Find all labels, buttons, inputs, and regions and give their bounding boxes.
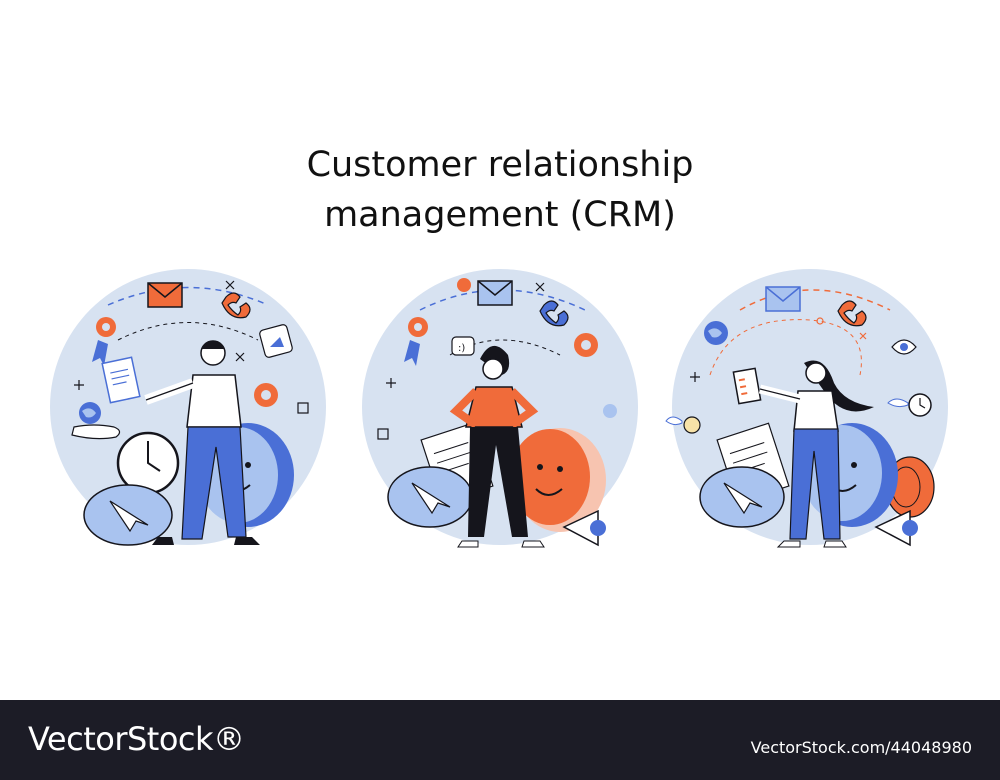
title-line-1: Customer relationship (306, 145, 694, 185)
sparkle-icons (74, 280, 309, 414)
page-title: Customer relationship management (CRM) (0, 140, 1000, 240)
envelope-icon (477, 280, 513, 306)
phone-icon (539, 300, 569, 327)
hand-icon (71, 424, 121, 440)
illustration-woman-with-checklist (665, 265, 950, 555)
sparkle-icons (377, 282, 617, 440)
phone-icon (221, 292, 251, 319)
sparkle-icons (690, 317, 867, 382)
man-figure (144, 340, 260, 545)
brand-logo: VectorStock® (28, 720, 245, 758)
envelope-icon (147, 282, 183, 308)
gear-icon-2 (254, 383, 278, 407)
scene-3-svg (665, 269, 948, 548)
clipboard-checklist-icon (732, 367, 762, 405)
envelope-icon (765, 286, 801, 312)
cursor-click-icon (387, 466, 473, 528)
winged-lightbulb-icon (665, 416, 701, 434)
svg-text::): :) (458, 343, 465, 354)
cursor-click-icon (699, 466, 785, 528)
image-id: VectorStock.com/44048980 (750, 738, 972, 757)
megaphone-icon (874, 509, 918, 547)
watermark-footer: VectorStock® VectorStock.com/44048980 (0, 700, 1000, 780)
globe-icon (704, 321, 728, 345)
megaphone-icon (562, 509, 606, 547)
illustration-man-with-document (48, 265, 328, 555)
document-icon (101, 356, 141, 404)
photo-icon (457, 278, 471, 292)
clock-icon (116, 431, 180, 495)
eye-icon (891, 339, 917, 355)
winged-clock-icon (887, 393, 932, 417)
gear-icon-2 (574, 333, 598, 357)
scene-2-svg: :) (362, 269, 638, 548)
cursor-click-icon (83, 484, 173, 546)
ribbon-icon (404, 340, 420, 366)
globe-icon (79, 402, 101, 424)
smiley-face-icon (510, 428, 606, 532)
gear-icon (408, 317, 428, 337)
phone-icon (837, 300, 867, 327)
like-card-icon (259, 324, 293, 358)
woman-figure (758, 360, 874, 548)
woman-figure (449, 345, 545, 548)
illustration-woman-standing: :) (360, 265, 640, 555)
ribbon-icon (92, 340, 108, 366)
scene-1-svg (50, 269, 326, 546)
title-line-2: management (CRM) (324, 195, 676, 235)
gear-icon (96, 317, 116, 337)
chat-bubble-icon: :) (451, 336, 475, 356)
